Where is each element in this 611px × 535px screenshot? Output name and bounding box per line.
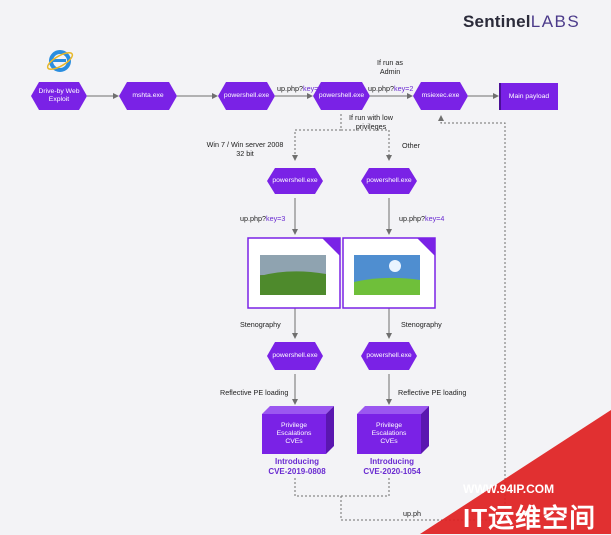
label-key2: up.php?key=2 (368, 84, 413, 93)
intro-left-cve: CVE-2019-0808 (258, 467, 336, 477)
node-msiexec: msiexec.exe (413, 82, 468, 110)
label-steno-right: Stenography (401, 320, 442, 329)
intro-right-cve: CVE-2020-1054 (353, 467, 431, 477)
stego-image-right (343, 238, 435, 308)
label-other: Other (402, 141, 420, 150)
label-bottom-key: up.ph (403, 509, 421, 518)
arrow-branch-left (295, 114, 341, 160)
watermark-site: WWW.94IP.COM (463, 482, 554, 496)
intro-right-heading: Introducing (353, 457, 431, 467)
node-powershell-right: powershell.exe (361, 168, 417, 194)
label-win7: Win 7 / Win server 2008 32 bit (202, 140, 288, 158)
node-cube-left: Privilege Escalations CVEs (262, 414, 326, 454)
node-powershell-left-2: powershell.exe (267, 342, 323, 370)
arrow-bottom-merge (295, 478, 389, 496)
node-powershell-left: powershell.exe (267, 168, 323, 194)
watermark-title: IT运维空间 (463, 498, 596, 535)
label-key3: up.php?key=3 (240, 214, 285, 223)
intro-right: Introducing CVE-2020-1054 (353, 457, 431, 476)
intro-left: Introducing CVE-2019-0808 (258, 457, 336, 476)
intro-left-heading: Introducing (258, 457, 336, 467)
label-steno-left: Stenography (240, 320, 281, 329)
ie-icon (45, 50, 74, 73)
label-low-privileges: If run with low privileges (344, 113, 398, 131)
node-powershell-1: powershell.exe (218, 82, 275, 110)
label-key4: up.php?key=4 (399, 214, 444, 223)
node-mshta: mshta.exe (119, 82, 177, 110)
node-powershell-right-2: powershell.exe (361, 342, 417, 370)
label-reflective-left: Reflective PE loading (220, 388, 288, 397)
label-key1: up.php?key=1 (277, 84, 322, 93)
arrow-branch-right (341, 130, 389, 160)
node-main-payload: Main payload (500, 83, 558, 110)
node-cube-right: Privilege Escalations CVEs (357, 414, 421, 454)
label-if-admin: If run as Admin (370, 58, 410, 76)
brand-logo: SentinelLABS (463, 12, 580, 32)
stego-image-left (248, 238, 340, 308)
label-reflective-right: Reflective PE loading (398, 388, 466, 397)
node-drive-by-exploit: Drive-by Web Exploit (31, 82, 87, 110)
